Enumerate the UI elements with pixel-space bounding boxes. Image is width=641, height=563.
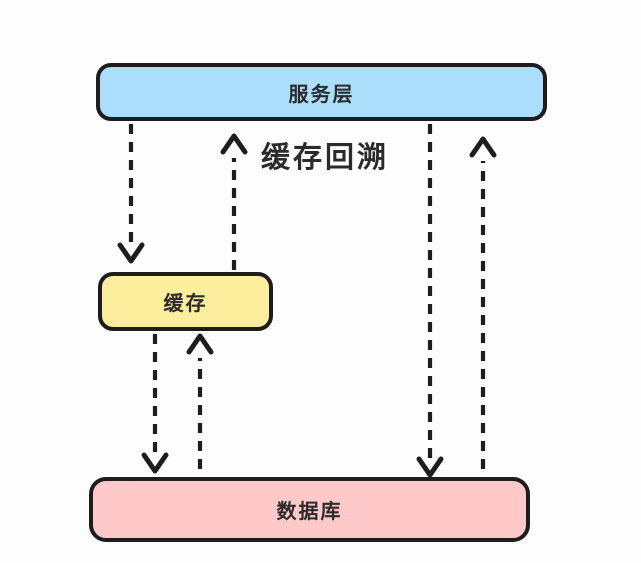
database-label: 数据库 [276, 501, 343, 523]
arrow-cache-to-database [141, 334, 169, 474]
database-node: 数据库 [89, 477, 530, 542]
service-layer-node: 服务层 [96, 63, 547, 121]
cache-node: 缓存 [98, 272, 273, 331]
cache-label: 缓存 [163, 293, 208, 315]
arrow-service-to-cache [117, 124, 145, 264]
arrow-service-to-database [416, 124, 444, 478]
service-layer-label: 服务层 [288, 83, 355, 106]
arrow-cache-to-service [220, 133, 248, 270]
cache-backtrack-annotation: 缓存回溯 [261, 142, 390, 174]
arrow-database-to-service [469, 136, 497, 469]
arrow-database-to-cache [186, 333, 214, 469]
